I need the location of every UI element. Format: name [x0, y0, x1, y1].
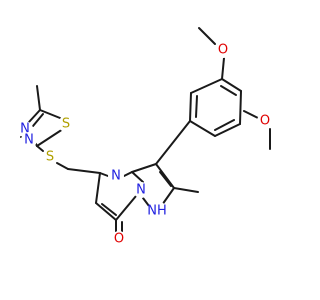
bond-benzene-inner-b	[214, 119, 235, 131]
bond-c6-c7	[95, 202, 117, 221]
atom-ome-right-o: O	[257, 113, 273, 129]
bond-c5td-n4	[28, 109, 41, 123]
bond-c2-nh	[161, 187, 175, 206]
bond-c3-c2-double	[159, 171, 172, 187]
atom-bridge-n: N	[133, 182, 149, 198]
atom-labels: O O N N NH O S S	[17, 42, 273, 247]
bond-c3a-c3	[131, 163, 157, 173]
atom-thiadiazole-s-label: S	[62, 117, 70, 132]
bond-c5-ch2	[67, 168, 101, 174]
atom-thiadiazole-s: S	[58, 116, 74, 132]
atom-carbonyl-o: O	[111, 231, 127, 247]
bond-benzene-5	[189, 92, 192, 122]
bond-c3a-npyr	[123, 171, 133, 177]
bond-s-thiadiazole	[36, 145, 44, 152]
molecule-structure-diagram: O O N N NH O S S	[17, 27, 273, 247]
bond-benzene-4	[189, 120, 216, 137]
bond-o-top-ring	[221, 57, 225, 80]
atom-pyrimidine-n: N	[108, 168, 124, 184]
bond-benzene-inner-c	[195, 95, 198, 118]
bond-nbridge-c3a	[131, 171, 144, 183]
bond-c3-c2	[155, 163, 175, 189]
bond-c5td-n4-double	[32, 113, 44, 127]
bond-benzene-6	[190, 78, 223, 94]
bond-c7-nbridge	[115, 195, 137, 221]
bond-benzene-2	[239, 90, 242, 125]
atom-ome-top-o: O	[215, 42, 231, 58]
bond-c5td-methyl	[36, 85, 41, 111]
bond-ch2-s	[56, 162, 69, 170]
bonds	[20, 27, 271, 233]
atom-pyrimidine-n-label: N	[111, 169, 121, 184]
atom-pyrazole-nh: NH	[147, 201, 167, 221]
bond-nh-nbridge	[142, 197, 150, 207]
bond-ring-o-right	[243, 110, 259, 119]
bond-aryl-pyrazole	[155, 120, 191, 165]
bond-benzene-inner-a	[220, 85, 237, 96]
atom-ome-top-o-label: O	[218, 43, 228, 58]
bond-c2-methyl	[173, 187, 199, 193]
atom-thioether-s-label: S	[46, 150, 54, 165]
bond-c5-c6	[95, 172, 101, 204]
atom-carbonyl-o-label: O	[114, 232, 124, 247]
bond-methyl-o-top	[198, 27, 216, 45]
bond-benzene-1	[221, 78, 242, 92]
atom-thioether-s: S	[42, 149, 58, 165]
atom-thiadiazole-n1-label: N	[20, 122, 30, 137]
bond-benzene-3	[214, 123, 241, 137]
atom-pyrazole-nh-label: NH	[147, 204, 167, 219]
atom-ome-right-o-label: O	[260, 114, 270, 129]
bond-std-c5td	[39, 109, 61, 119]
bond-npyr-c5	[99, 172, 109, 177]
bond-c2td-std	[36, 128, 64, 147]
bond-c6-c7-double	[101, 203, 117, 216]
atom-bridge-n-label: N	[136, 183, 146, 198]
atom-thiadiazole-n2: N	[21, 132, 37, 148]
atom-thiadiazole-n2-label: N	[24, 133, 34, 148]
